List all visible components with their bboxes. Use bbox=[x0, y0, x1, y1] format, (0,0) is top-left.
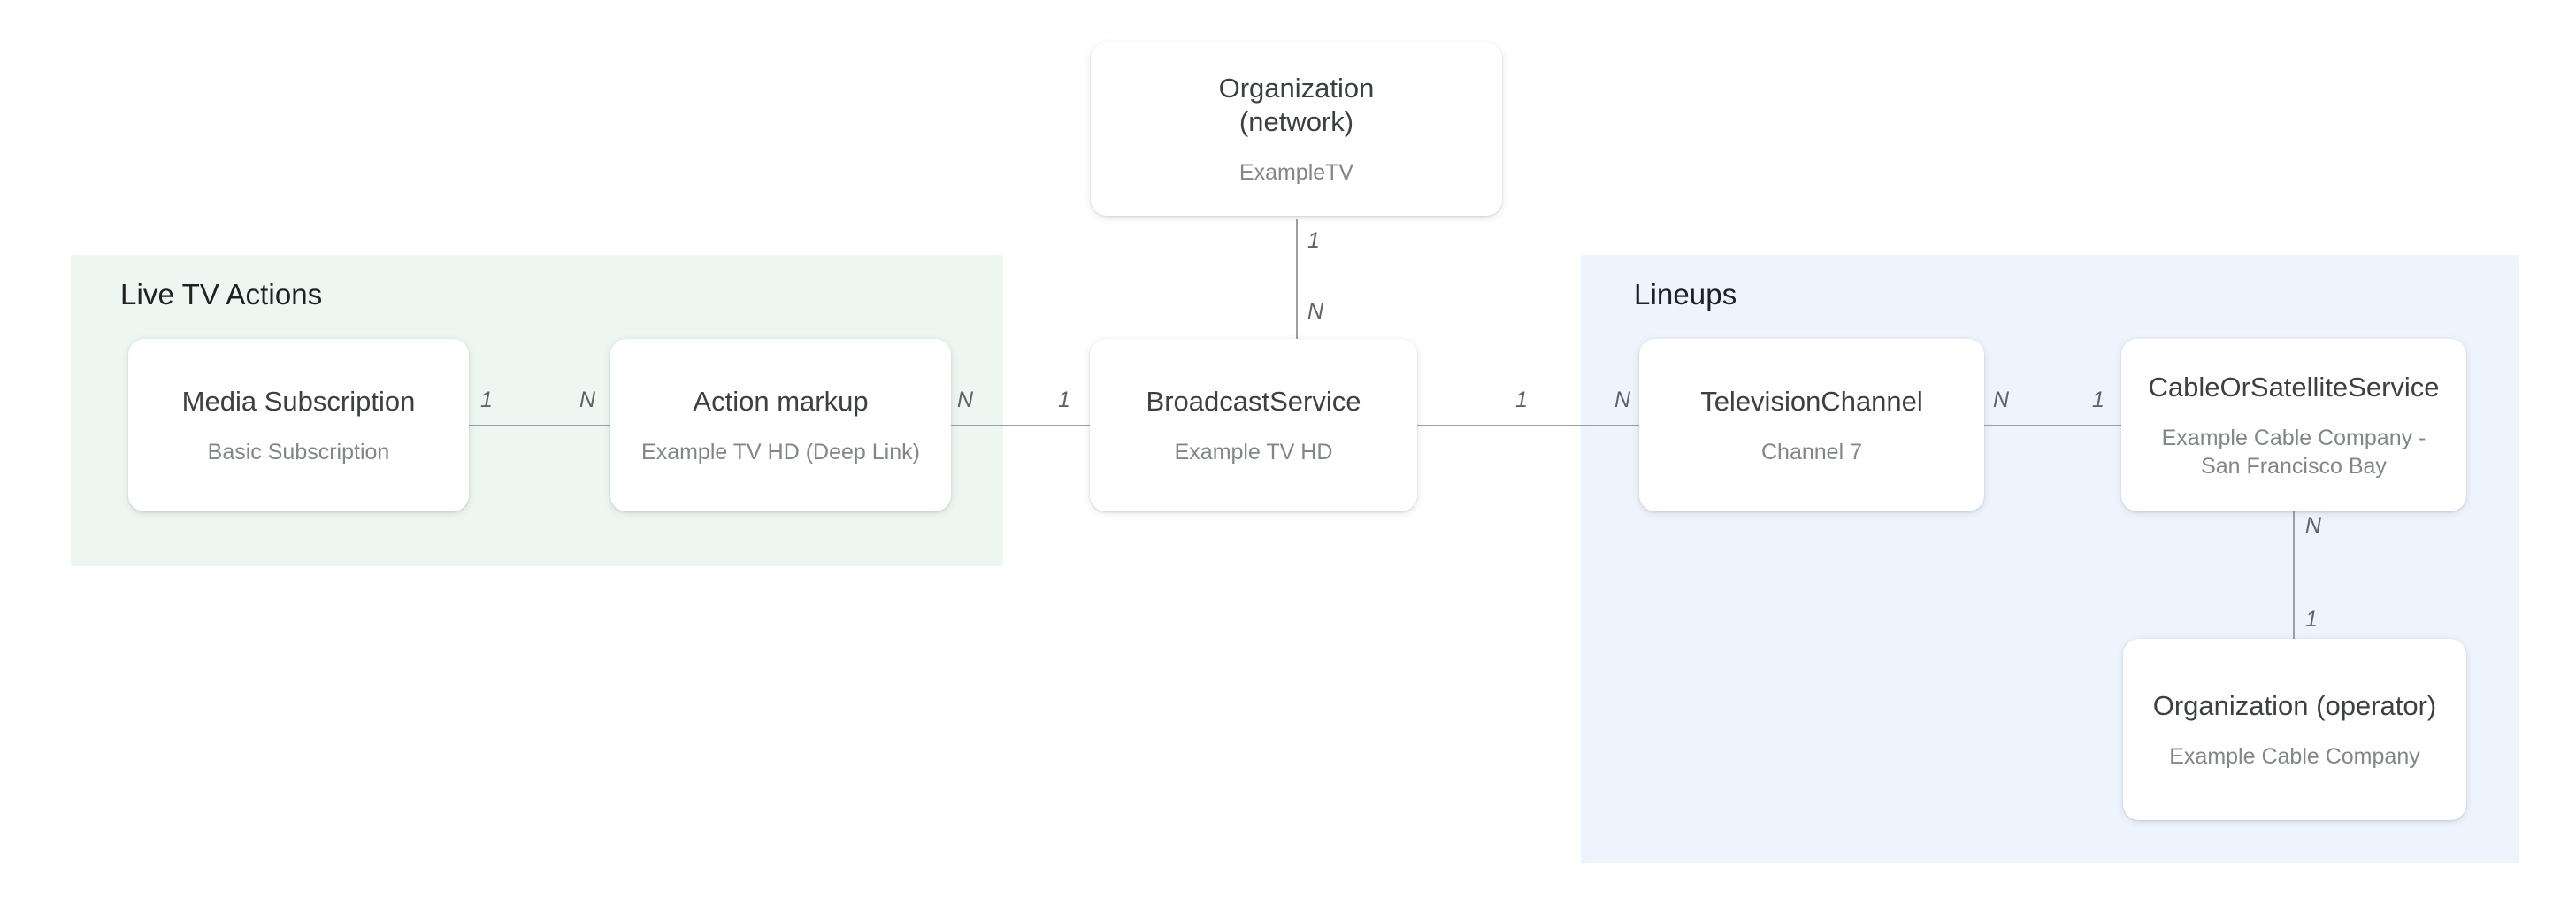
edge-action-markup-to-broadcast-service bbox=[942, 425, 1097, 426]
edge-broadcast-service-to-television-channel bbox=[1408, 425, 1649, 426]
node-subtitle-cable-or-satellite-service: Example Cable Company - San Francisco Ba… bbox=[2161, 425, 2426, 479]
multiplicity-broadcast-right: 1 bbox=[1515, 388, 1528, 412]
node-title-broadcast-service: BroadcastService bbox=[1146, 385, 1361, 417]
multiplicity-cable-bottom: N bbox=[2305, 513, 2322, 538]
node-subtitle-broadcast-service: Example TV HD bbox=[1174, 439, 1333, 465]
multiplicity-television-channel-left: N bbox=[1614, 388, 1631, 412]
node-card-cable-or-satellite-service[interactable]: CableOrSatelliteService Example Cable Co… bbox=[2121, 339, 2466, 511]
node-subtitle-television-channel: Channel 7 bbox=[1761, 439, 1862, 465]
node-subtitle-action-markup: Example TV HD (Deep Link) bbox=[641, 439, 920, 465]
node-title-media-subscription: Media Subscription bbox=[181, 385, 416, 417]
node-title-cable-or-satellite-service: CableOrSatelliteService bbox=[2148, 371, 2440, 403]
node-title-organization-operator: Organization (operator) bbox=[2152, 689, 2437, 721]
node-title-action-markup: Action markup bbox=[693, 385, 869, 417]
edge-television-channel-to-cable-or-satellite-service bbox=[1980, 425, 2121, 426]
group-title-live-tv-actions: Live TV Actions bbox=[120, 278, 323, 311]
node-subtitle-organization-network: ExampleTV bbox=[1238, 160, 1354, 185]
node-card-media-subscription[interactable]: Media Subscription Basic Subscription bbox=[128, 339, 469, 511]
node-card-broadcast-service[interactable]: BroadcastService Example TV HD bbox=[1090, 339, 1417, 511]
multiplicity-org-operator-top: 1 bbox=[2305, 607, 2318, 632]
edge-media-subscription-to-action-markup bbox=[460, 425, 619, 426]
node-subtitle-media-subscription: Basic Subscription bbox=[207, 439, 390, 465]
node-title-television-channel: TelevisionChannel bbox=[1700, 385, 1923, 417]
multiplicity-action-markup-left: N bbox=[579, 388, 596, 412]
multiplicity-television-channel-right: N bbox=[1993, 388, 2010, 412]
multiplicity-broadcast-top: N bbox=[1307, 299, 1324, 324]
group-title-lineups: Lineups bbox=[1634, 278, 1737, 311]
multiplicity-media-subscription-right: 1 bbox=[480, 388, 493, 412]
node-subtitle-organization-operator: Example Cable Company bbox=[2169, 743, 2420, 769]
node-card-television-channel[interactable]: TelevisionChannel Channel 7 bbox=[1639, 339, 1984, 511]
node-card-organization-network[interactable]: Organization (network) ExampleTV bbox=[1091, 42, 1502, 216]
multiplicity-broadcast-left: 1 bbox=[1058, 388, 1070, 412]
node-title-organization-network: Organization (network) bbox=[1218, 73, 1375, 137]
node-card-action-markup[interactable]: Action markup Example TV HD (Deep Link) bbox=[610, 339, 951, 511]
multiplicity-org-network-bottom: 1 bbox=[1307, 228, 1320, 253]
multiplicity-cable-left: 1 bbox=[2092, 388, 2104, 412]
edge-cable-or-satellite-service-to-organization-operator bbox=[2293, 506, 2295, 643]
multiplicity-action-markup-right: N bbox=[957, 388, 974, 412]
node-card-organization-operator[interactable]: Organization (operator) Example Cable Co… bbox=[2123, 639, 2466, 820]
edge-organization-network-to-broadcast-service bbox=[1296, 219, 1298, 345]
